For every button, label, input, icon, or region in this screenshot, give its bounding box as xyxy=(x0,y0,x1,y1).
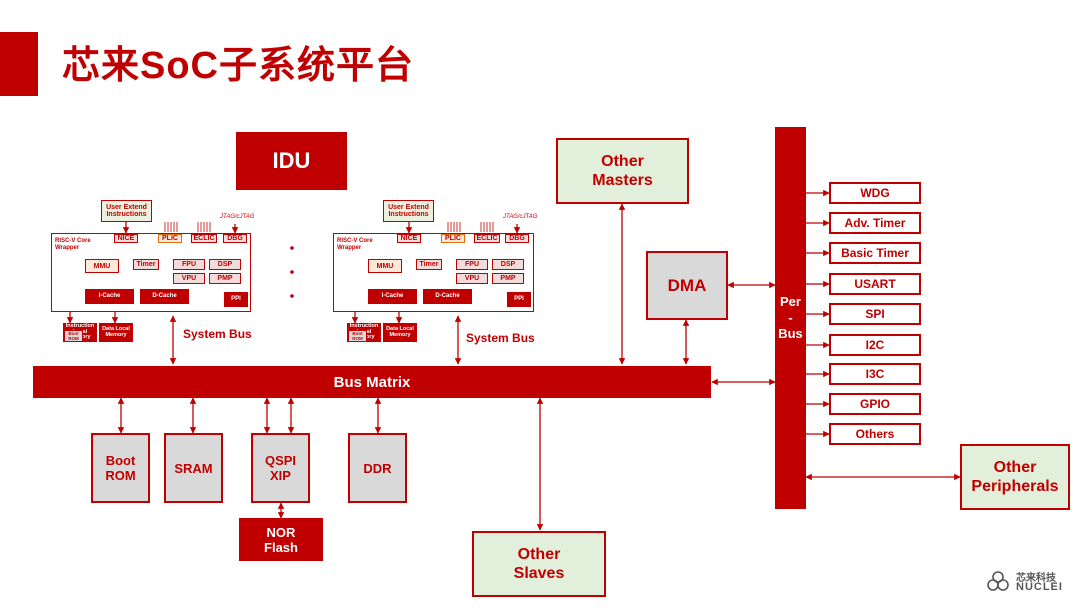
peripheral-i2c: I2C xyxy=(829,334,921,356)
core2-jtag-label: JTAG/cJTAG xyxy=(503,214,538,220)
logo-text-en: NUCLEI xyxy=(1016,581,1063,593)
peripheral-gpio: GPIO xyxy=(829,393,921,415)
peripheral-usart: USART xyxy=(829,273,921,295)
peripheral-adv-timer: Adv. Timer xyxy=(829,212,921,234)
core2-dcache: D-Cache xyxy=(423,289,472,304)
core2-pmp: PMP xyxy=(492,273,524,284)
core1-dcache: D-Cache xyxy=(140,289,189,304)
core2-nice: NICE xyxy=(397,234,421,243)
other-slaves-box: Other Slaves xyxy=(472,531,606,597)
other-peripherals-box: Other Peripherals xyxy=(960,444,1070,510)
core1-user-extend: User Extend Instructions xyxy=(101,200,152,222)
qspi-xip-box: QSPI XIP xyxy=(251,433,310,503)
core1-boot-rom: Boot ROM xyxy=(64,330,83,342)
core1-fpu: FPU xyxy=(173,259,205,270)
core2-ppi: PPI xyxy=(507,292,531,307)
per-bus-label-1: Per xyxy=(780,294,801,309)
bus-matrix: Bus Matrix xyxy=(33,366,711,398)
core1-dlm: Data Local Memory xyxy=(99,323,133,342)
core1-timer: Timer xyxy=(133,259,159,270)
ddr-box: DDR xyxy=(348,433,407,503)
core1-jtag-label: JTAG/cJTAG xyxy=(220,214,255,220)
nuclei-logo-mark-icon xyxy=(987,571,1009,591)
core2-timer: Timer xyxy=(416,259,442,270)
dma-box: DMA xyxy=(646,251,728,320)
peripheral-spi: SPI xyxy=(829,303,921,325)
per-bus-label-2: - xyxy=(788,310,793,325)
peripheral-others: Others xyxy=(829,423,921,445)
sram-box: SRAM xyxy=(164,433,223,503)
core1-mmu: MMU xyxy=(85,259,119,273)
core2-vpu: VPU xyxy=(456,273,488,284)
core1-pmp: PMP xyxy=(209,273,241,284)
core2-wrapper-label: RISC-V Core Wrapper xyxy=(337,238,373,251)
core2-plic: PLIC xyxy=(441,234,465,243)
core1-nice: NICE xyxy=(114,234,138,243)
core1-dsp: DSP xyxy=(209,259,241,270)
core1-wrapper-label: RISC-V Core Wrapper xyxy=(55,238,91,251)
core2-mmu: MMU xyxy=(368,259,402,273)
idu-box: IDU xyxy=(236,132,347,190)
core1-plic: PLIC xyxy=(158,234,182,243)
peripheral-wdg: WDG xyxy=(829,182,921,204)
core1-dbg: DBG xyxy=(223,234,247,243)
title-accent-bar xyxy=(0,32,38,96)
slide-title: 芯来SoC子系统平台 xyxy=(62,45,415,87)
core2-boot-rom: Boot ROM xyxy=(348,330,367,342)
peripheral-i3c: I3C xyxy=(829,363,921,385)
core1-eclic: ECLIC xyxy=(191,234,217,243)
core2-dlm: Data Local Memory xyxy=(383,323,417,342)
core1-vpu: VPU xyxy=(173,273,205,284)
core2-user-extend: User Extend Instructions xyxy=(383,200,434,222)
core2-icache: I-Cache xyxy=(368,289,417,304)
per-bus: Per - Bus xyxy=(775,127,806,509)
core1-ppi: PPI xyxy=(224,292,248,307)
boot-rom-box: Boot ROM xyxy=(91,433,150,503)
core2-eclic: ECLIC xyxy=(474,234,500,243)
logo-text-cn: 芯来科技 xyxy=(1016,573,1056,584)
per-bus-label-3: Bus xyxy=(778,326,803,341)
nor-flash-box: NOR Flash xyxy=(239,518,323,561)
core1-system-bus-label: System Bus xyxy=(183,327,252,341)
core2-fpu: FPU xyxy=(456,259,488,270)
peripheral-basic-timer: Basic Timer xyxy=(829,242,921,264)
core2-dbg: DBG xyxy=(505,234,529,243)
other-masters-box: Other Masters xyxy=(556,138,689,204)
nuclei-logo: 芯来科技 NUCLEI xyxy=(986,569,1066,595)
core2-dsp: DSP xyxy=(492,259,524,270)
core1-icache: I-Cache xyxy=(85,289,134,304)
core2-system-bus-label: System Bus xyxy=(466,331,535,345)
